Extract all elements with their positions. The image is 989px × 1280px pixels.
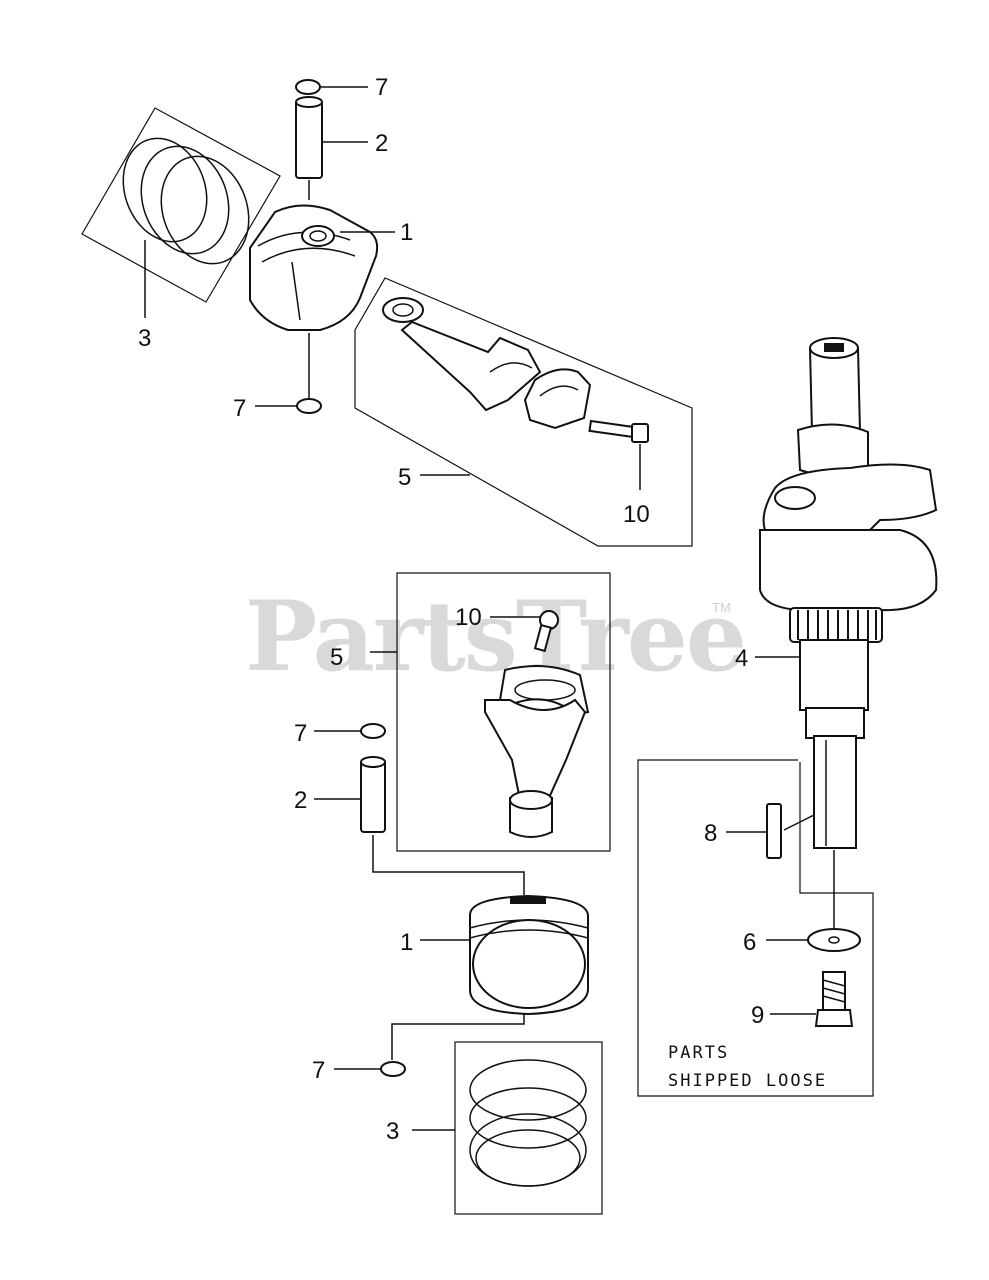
crankshaft-bolt[interactable] xyxy=(770,971,854,1027)
note-line-2: SHIPPED LOOSE xyxy=(668,1071,827,1091)
callout-5-lower: 5 xyxy=(330,644,343,671)
crankshaft-key[interactable] xyxy=(726,803,815,859)
connecting-rod-top[interactable] xyxy=(354,277,693,547)
piston-rings-bottom[interactable] xyxy=(412,1041,603,1215)
callout-7-middle: 7 xyxy=(294,720,307,747)
crankshaft[interactable] xyxy=(755,337,938,849)
callout-2-lower: 2 xyxy=(294,787,307,814)
watermark: PartsTree TM xyxy=(245,580,747,693)
piston-pin-lower[interactable] xyxy=(314,756,525,895)
piston-pin-clip-bottom[interactable] xyxy=(334,1061,406,1077)
callout-labels: 7 2 1 3 7 5 10 10 5 4 7 2 8 1 6 9 7 3 xyxy=(138,74,764,1145)
piston-rings-top[interactable] xyxy=(81,107,281,318)
callout-7-top: 7 xyxy=(375,74,388,101)
callout-1-top: 1 xyxy=(400,219,413,246)
piston-pin-clip-top[interactable] xyxy=(295,79,368,95)
callout-9: 9 xyxy=(751,1002,764,1029)
callout-8: 8 xyxy=(704,820,717,847)
callout-5-top: 5 xyxy=(398,464,411,491)
rod-bolt-lower[interactable] xyxy=(490,610,559,653)
callout-7-bottom: 7 xyxy=(312,1057,325,1084)
callout-3-top: 3 xyxy=(138,325,151,352)
callout-6: 6 xyxy=(743,929,756,956)
piston-lower[interactable] xyxy=(391,894,589,1060)
piston-pin-clip-middle[interactable] xyxy=(314,723,386,739)
rod-bolt-top[interactable] xyxy=(588,419,649,490)
callout-10-lower: 10 xyxy=(455,604,482,631)
callout-4: 4 xyxy=(735,645,748,672)
parts-shipped-loose-box: PARTS SHIPPED LOOSE xyxy=(637,759,874,1097)
callout-10-top: 10 xyxy=(623,501,650,528)
piston-top[interactable] xyxy=(249,204,395,398)
callout-7-upper: 7 xyxy=(233,395,246,422)
note-line-1: PARTS xyxy=(668,1043,729,1063)
connecting-rod-lower[interactable] xyxy=(370,572,611,852)
callout-3-bottom: 3 xyxy=(386,1118,399,1145)
crankshaft-washer[interactable] xyxy=(766,850,861,952)
callout-2-top: 2 xyxy=(375,130,388,157)
watermark-text: PartsTree xyxy=(245,580,745,693)
piston-pin-clip-upper-lower[interactable] xyxy=(255,398,322,414)
watermark-trademark: TM xyxy=(712,600,731,615)
callout-1-lower: 1 xyxy=(400,929,413,956)
piston-pin-top[interactable] xyxy=(295,96,368,200)
